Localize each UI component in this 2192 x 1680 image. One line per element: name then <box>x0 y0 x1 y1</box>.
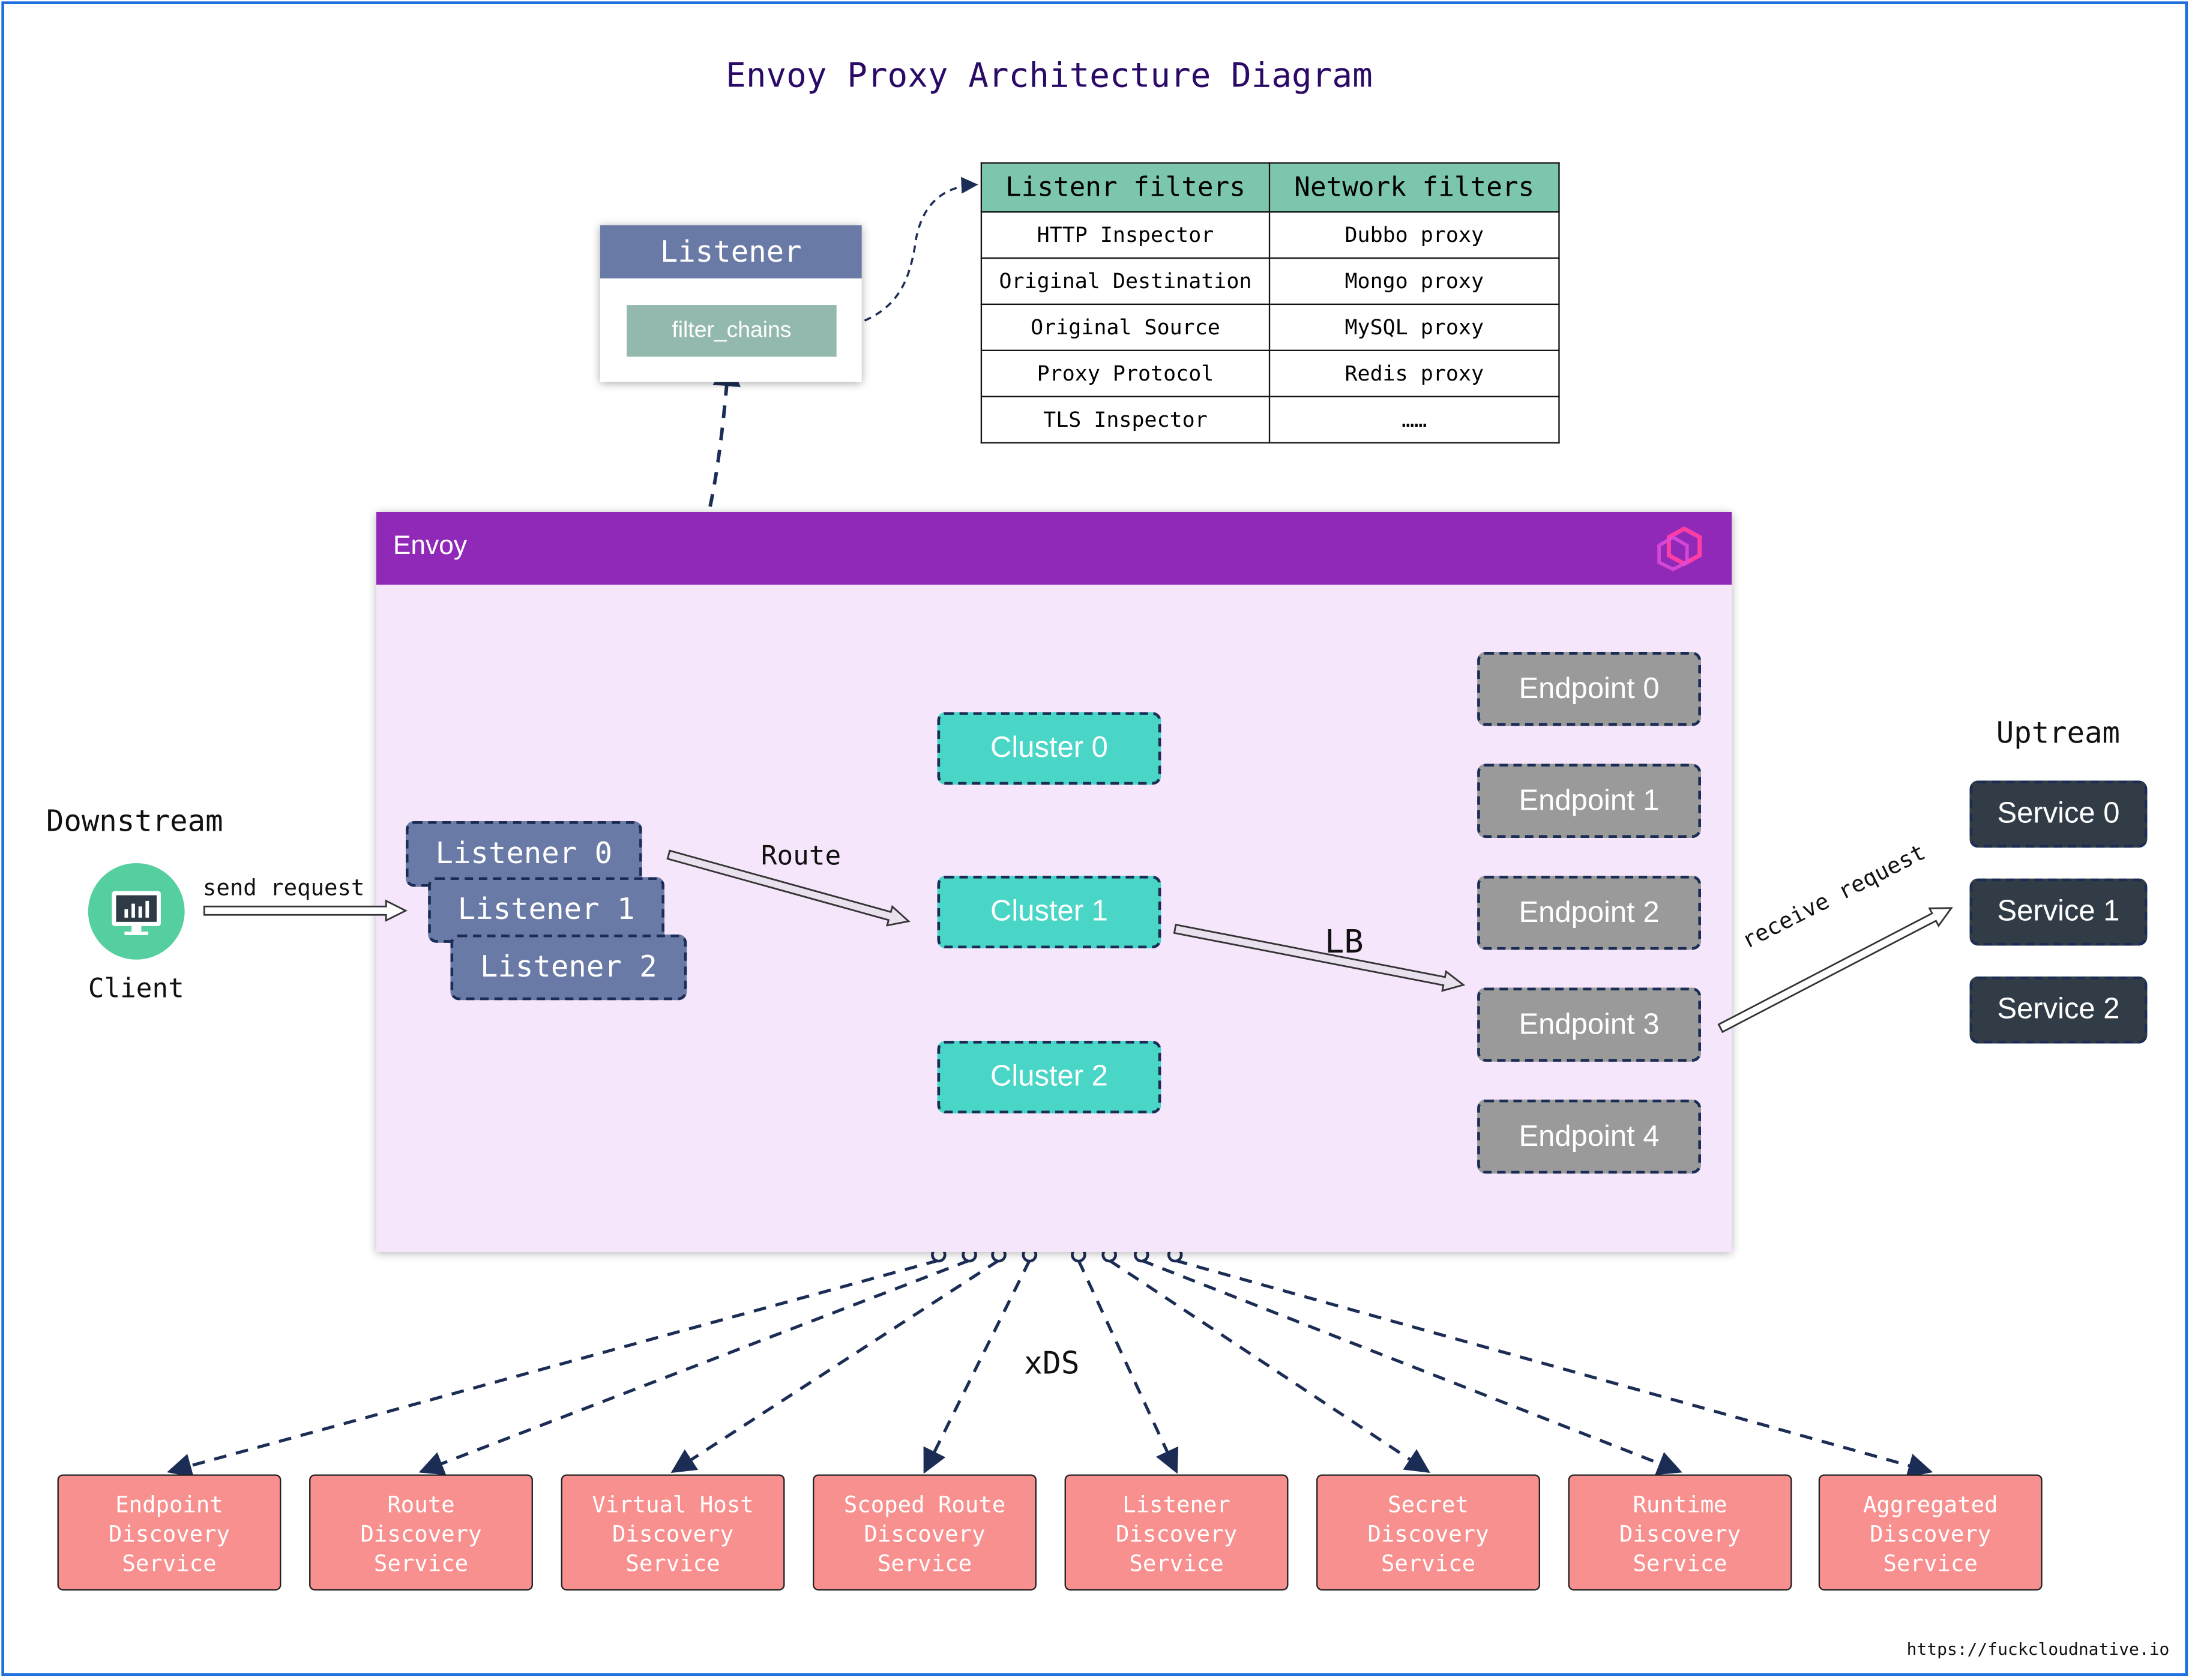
service-2[interactable]: Service 2 <box>1969 976 2148 1044</box>
xds-line: Route <box>387 1491 455 1518</box>
xds-line: Service <box>1883 1550 1978 1577</box>
listener-config-panel: Listener filter_chains <box>600 225 862 382</box>
xds-line: Virtual Host <box>592 1491 754 1518</box>
xds-connector-line <box>923 1259 1031 1474</box>
monitor-chart-icon <box>112 891 161 936</box>
listener-1[interactable]: Listener 1 <box>428 877 665 943</box>
downstream-heading: Downstream <box>46 804 223 838</box>
table-cell: …… <box>1268 396 1560 444</box>
cluster-0[interactable]: Cluster 0 <box>937 712 1161 785</box>
client-avatar <box>88 863 185 960</box>
table-header-network-filters: Network filters <box>1268 162 1560 213</box>
xds-service-route[interactable]: Route Discovery Service <box>309 1474 533 1591</box>
xds-connector-line <box>1175 1259 1933 1478</box>
xds-label: xDS <box>1023 1347 1080 1382</box>
lb-label: LB <box>1325 924 1364 962</box>
xds-line: Discovery <box>1115 1520 1238 1547</box>
cluster-1[interactable]: Cluster 1 <box>937 875 1161 949</box>
endpoint-2[interactable]: Endpoint 2 <box>1477 875 1702 950</box>
xds-line: Listener <box>1122 1491 1230 1518</box>
xds-line: Service <box>1381 1550 1476 1577</box>
xds-line: Service <box>877 1550 972 1577</box>
xds-line: Runtime <box>1633 1491 1727 1518</box>
xds-line: Service <box>625 1550 720 1577</box>
table-cell: Dubbo proxy <box>1268 211 1560 259</box>
xds-line: Scoped Route <box>843 1491 1006 1518</box>
footer-url: https://fuckcloudnative.io <box>1906 1639 2170 1660</box>
table-header-listener-filters: Listenr filters <box>980 162 1271 213</box>
upstream-heading: Uptream <box>1996 716 2121 750</box>
table-cell: TLS Inspector <box>980 396 1271 444</box>
envoy-header-bar: Envoy <box>376 511 1732 585</box>
xds-line: Discovery <box>360 1520 482 1547</box>
table-cell: Mongo proxy <box>1268 257 1560 306</box>
send-request-label: send request <box>202 874 365 901</box>
route-label: Route <box>760 840 842 872</box>
service-0[interactable]: Service 0 <box>1969 780 2148 848</box>
endpoint-0[interactable]: Endpoint 0 <box>1477 652 1702 726</box>
envoy-label: Envoy <box>393 531 467 561</box>
service-1[interactable]: Service 1 <box>1969 878 2148 946</box>
table-cell: MySQL proxy <box>1268 303 1560 351</box>
diagram-title: Envoy Proxy Architecture Diagram <box>726 56 1373 95</box>
xds-connector-line <box>670 1259 1000 1474</box>
xds-connector-line <box>1108 1259 1430 1474</box>
table-cell: Redis proxy <box>1268 349 1560 397</box>
client-label: Client <box>88 974 184 1005</box>
table-cell: Proxy Protocol <box>980 349 1271 397</box>
table-cell: Original Destination <box>980 257 1271 306</box>
xds-line: Discovery <box>1870 1520 1992 1547</box>
xds-connector-line <box>167 1259 939 1478</box>
xds-service-virtual-host[interactable]: Virtual Host Discovery Service <box>561 1474 785 1591</box>
xds-service-scoped-route[interactable]: Scoped Route Discovery Service <box>813 1474 1037 1591</box>
xds-line: Service <box>122 1550 217 1577</box>
listener-to-filterchains-link <box>521 358 741 811</box>
endpoint-3[interactable]: Endpoint 3 <box>1477 987 1702 1062</box>
endpoint-1[interactable]: Endpoint 1 <box>1477 763 1702 838</box>
xds-line: Secret <box>1388 1491 1469 1518</box>
xds-line: Service <box>1633 1550 1727 1577</box>
xds-line: Discovery <box>108 1520 230 1547</box>
xds-line: Service <box>1129 1550 1224 1577</box>
endpoint-4[interactable]: Endpoint 4 <box>1477 1099 1702 1174</box>
xds-connector-line <box>1140 1259 1682 1475</box>
xds-service-endpoint[interactable]: Endpoint Discovery Service <box>57 1474 282 1591</box>
xds-service-secret[interactable]: Secret Discovery Service <box>1316 1474 1540 1591</box>
xds-service-runtime[interactable]: Runtime Discovery Service <box>1568 1474 1792 1591</box>
filter-chains-block: filter_chains <box>627 305 837 357</box>
table-row: TLS Inspector…… <box>980 396 1560 444</box>
xds-line: Discovery <box>1619 1520 1741 1547</box>
xds-connector-line <box>418 1259 971 1475</box>
listener-2[interactable]: Listener 2 <box>450 934 687 1001</box>
cluster-2[interactable]: Cluster 2 <box>937 1040 1161 1114</box>
xds-line: Discovery <box>612 1520 734 1547</box>
xds-connector-line <box>1077 1259 1179 1474</box>
xds-line: Discovery <box>1367 1520 1489 1547</box>
xds-line: Discovery <box>864 1520 986 1547</box>
xds-service-aggregated[interactable]: Aggregated Discovery Service <box>1818 1474 2043 1591</box>
table-cell: Original Source <box>980 303 1271 351</box>
listener-panel-title: Listener <box>600 225 862 278</box>
table-cell: HTTP Inspector <box>980 211 1271 259</box>
envoy-logo-icon <box>1657 526 1702 571</box>
xds-service-listener[interactable]: Listener Discovery Service <box>1064 1474 1289 1591</box>
filterchains-to-table-link <box>840 176 978 330</box>
xds-line: Service <box>373 1550 469 1577</box>
xds-line: Endpoint <box>115 1491 223 1518</box>
filters-table: Listenr filters Network filters HTTP Ins… <box>980 162 1560 444</box>
xds-line: Aggregated <box>1862 1491 1998 1518</box>
